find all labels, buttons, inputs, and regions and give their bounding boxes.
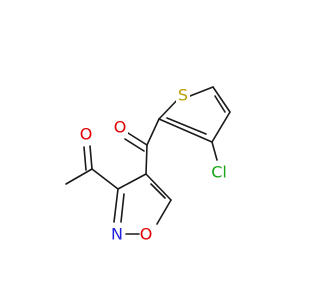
atom-cl: Cl	[208, 163, 230, 182]
bond-c4-c3	[211, 111, 231, 143]
bond-acetyl-o-a	[89, 145, 93, 170]
bond-s-c5	[189, 86, 214, 97]
bond-c3iso-c4	[117, 173, 147, 190]
atom-o-acetyl: O	[80, 125, 94, 144]
molecule-diagram: S O O Cl N O	[65, 86, 231, 244]
bond-c5iso-o	[156, 199, 172, 225]
bond-acetyl-methyl	[65, 168, 93, 185]
structure-canvas: S O O Cl N O	[65, 86, 231, 244]
bond-n-c3iso	[113, 188, 119, 223]
atom-o-acetyl-label: O	[80, 125, 93, 144]
bond-carbonyl-o-a	[127, 132, 148, 146]
atom-o-ring-label: O	[140, 225, 153, 244]
atom-cl-label: Cl	[211, 163, 227, 182]
atom-o-ring: O	[140, 225, 154, 244]
atom-n-label: N	[111, 225, 123, 244]
atom-n: N	[110, 225, 124, 244]
bond-c3iso-cacetyl	[91, 168, 119, 190]
bond-acetyl-o-b	[83, 146, 87, 171]
bond-c3-c2	[158, 118, 213, 143]
bond-carbonyl-o-b	[124, 138, 145, 152]
bond-c3-c2-inner	[166, 117, 207, 135]
atom-s: S	[176, 86, 190, 105]
atom-o-ketone-label: O	[114, 118, 127, 137]
bond-c5-c4	[212, 86, 231, 113]
atom-o-ketone: O	[114, 118, 128, 137]
bond-c3-cl	[211, 141, 218, 161]
bond-c4-c5iso-inner	[150, 183, 166, 199]
bond-c2-ccarbonyl	[146, 118, 160, 146]
bond-n-c3iso-inner	[120, 193, 125, 223]
atom-s-label: S	[178, 86, 188, 105]
bond-ccarbonyl-c4iso	[145, 144, 148, 175]
bond-c4-c5iso	[145, 173, 172, 201]
bond-c5-c4-inner	[214, 95, 226, 113]
